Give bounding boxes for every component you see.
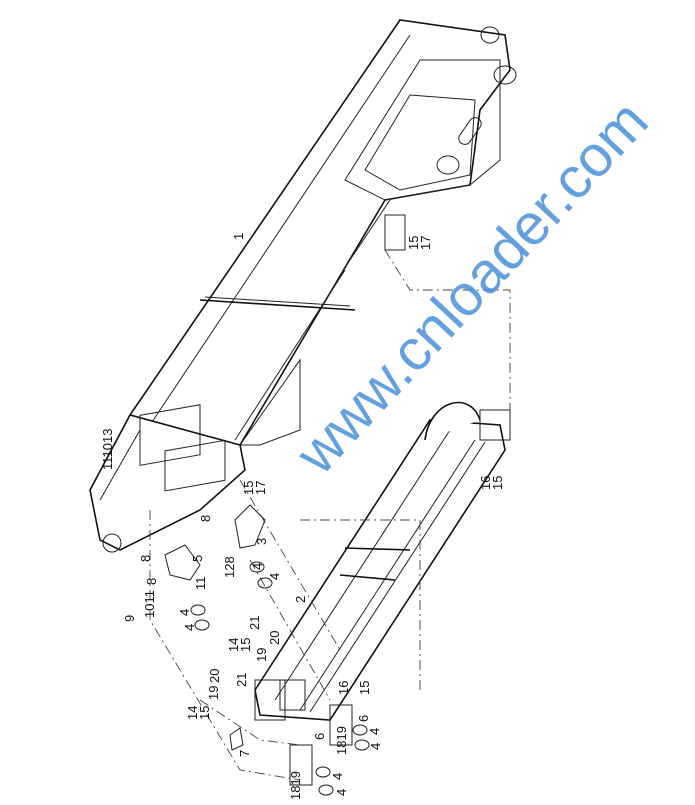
callout-label: 19 [206, 686, 221, 700]
main-boom [89, 19, 517, 553]
callout-label: 16 [478, 476, 493, 490]
callout-label: 15 [197, 706, 212, 720]
callout-label: 4 [330, 773, 345, 780]
callout-label: 19 [254, 648, 269, 662]
callout-label: 11 [193, 577, 208, 591]
callout-label: 5 [190, 555, 205, 562]
callout-label: 1011 [142, 590, 157, 618]
callout-label: 7 [237, 750, 252, 757]
callout-label: 6 [356, 715, 371, 722]
callout-label: 4 [182, 624, 197, 631]
callout-label: 2 [293, 596, 308, 603]
callout-label: 15 [357, 681, 372, 695]
callout-label: 4 [368, 743, 383, 750]
callout-label: 14 [185, 706, 200, 720]
callout-label: 4 [367, 728, 382, 735]
callout-label: 4 [250, 563, 265, 570]
callout-label: 8 [138, 555, 153, 562]
callout-label: 15 [406, 236, 421, 250]
callout-label: 6 [312, 733, 327, 740]
callout-label: 8 [144, 578, 159, 585]
second-boom [254, 401, 511, 721]
callout-label: 4 [267, 573, 282, 580]
callout-label: 15 [490, 476, 505, 490]
callout-label: 17 [418, 236, 433, 250]
callout-label: 9 [122, 615, 137, 622]
callout-label: 15 [241, 481, 256, 495]
callout-label: 17 [253, 481, 268, 495]
callout-label: 14 [226, 638, 241, 652]
callout-label: 20 [207, 669, 222, 683]
callout-label: 20 [267, 631, 282, 645]
callout-label: 21 [247, 616, 262, 630]
callout-label: 1819 [334, 726, 349, 755]
callout-label: 4 [334, 789, 349, 796]
small-parts [164, 214, 406, 796]
callout-label: 15 [238, 638, 253, 652]
callout-label: 1819 [288, 771, 303, 800]
callout-label: 16 [336, 681, 351, 695]
callout-label: 1 [231, 233, 246, 240]
callout-label: 3 [254, 538, 269, 545]
callout-label: 8 [198, 515, 213, 522]
callout-label: 4 [177, 609, 192, 616]
callout-label: 128 [222, 556, 237, 578]
callout-label: 21 [234, 673, 249, 687]
assembly-lines [149, 249, 511, 781]
callout-label: 111013 [100, 429, 115, 470]
